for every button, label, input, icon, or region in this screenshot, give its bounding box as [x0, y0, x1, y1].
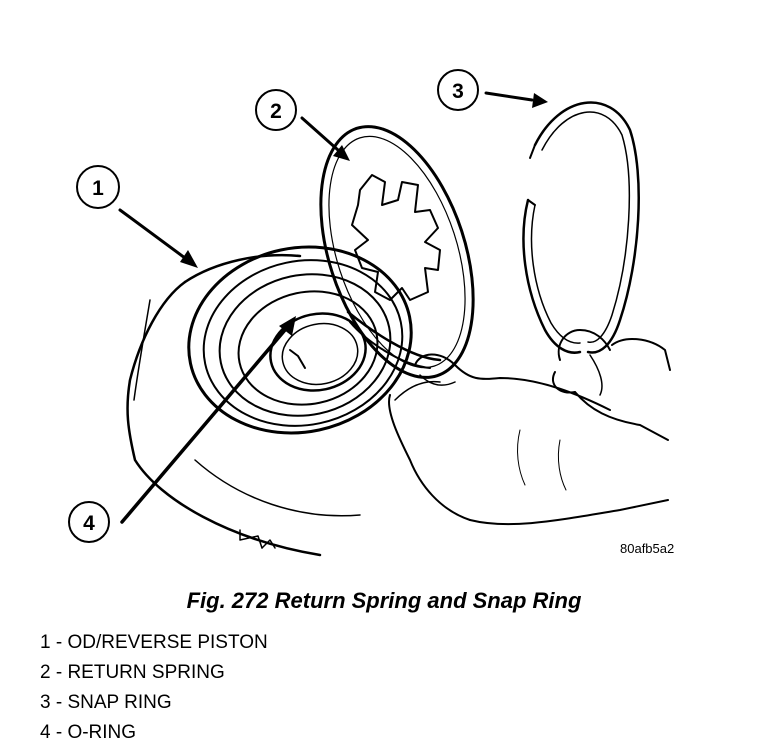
- callout-circle-3: [437, 69, 479, 111]
- od-reverse-piston-drawing: [126, 245, 413, 557]
- hands-drawing: [388, 329, 671, 526]
- callout-number-1: 1: [92, 177, 104, 200]
- snap-ring-drawing: [522, 101, 640, 354]
- callout-circle-4: [68, 501, 110, 543]
- callout-number-2: 2: [270, 100, 282, 123]
- technical-illustration: 1 2 3 4: [68, 69, 671, 557]
- figure-caption: Fig. 272 Return Spring and Snap Ring: [186, 588, 582, 613]
- callout-arrow-2: [300, 116, 350, 161]
- callout-number-3: 3: [452, 80, 464, 103]
- return-spring-drawing: [319, 125, 475, 379]
- callout-arrow-4: [120, 316, 296, 524]
- callout-number-4: 4: [83, 512, 95, 535]
- callout-arrow-1: [118, 208, 198, 268]
- legend-item-snap-ring: 3 - SNAP RING: [40, 692, 172, 713]
- image-reference-code: 80afb5a2: [620, 541, 675, 556]
- legend-item-o-ring: 4 - O-RING: [40, 722, 137, 743]
- parts-legend: 1 - OD/REVERSE PISTON 2 - RETURN SPRING …: [40, 628, 268, 748]
- callout-arrow-3: [484, 91, 548, 108]
- legend-item-od-reverse-piston: 1 - OD/REVERSE PISTON: [40, 632, 268, 653]
- legend-item-return-spring: 2 - RETURN SPRING: [40, 662, 225, 683]
- callout-circle-2: [255, 89, 297, 131]
- callout-circle-1: [76, 165, 120, 209]
